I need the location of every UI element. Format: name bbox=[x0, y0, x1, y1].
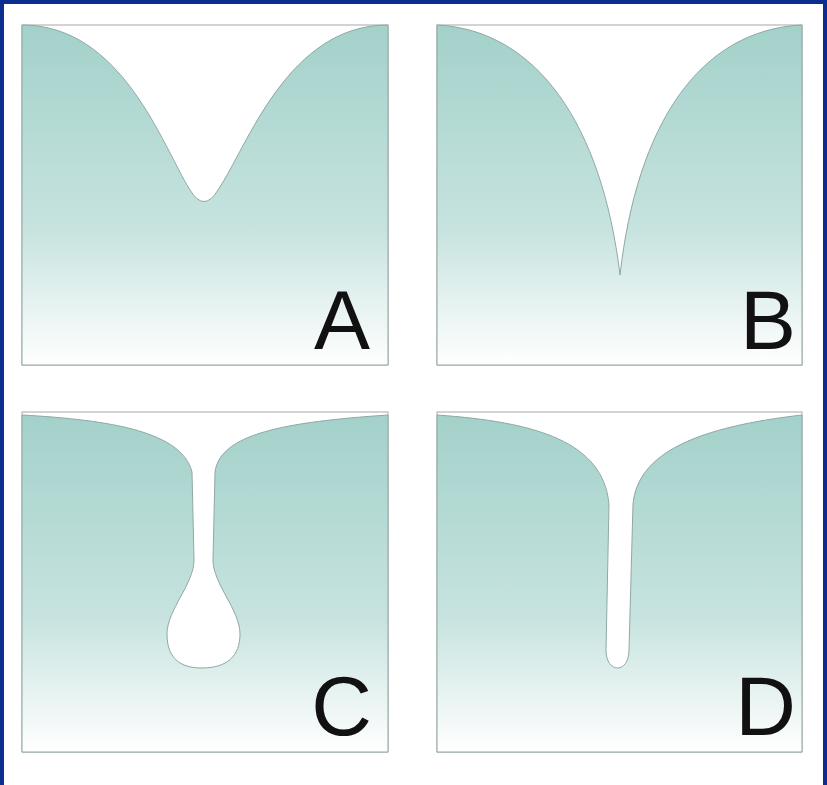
keyhole-notch bbox=[22, 412, 388, 752]
panel-letter: C bbox=[311, 664, 372, 748]
sharp-notch bbox=[437, 25, 802, 365]
panel-letter: A bbox=[314, 278, 370, 362]
panel-letter: D bbox=[735, 664, 796, 748]
rounded-notch bbox=[22, 25, 388, 365]
frame-bar bbox=[0, 0, 4, 785]
panel-letter: B bbox=[740, 278, 796, 362]
frame-bar bbox=[0, 0, 827, 4]
frame-bar bbox=[823, 0, 827, 785]
slit-notch bbox=[437, 412, 802, 752]
